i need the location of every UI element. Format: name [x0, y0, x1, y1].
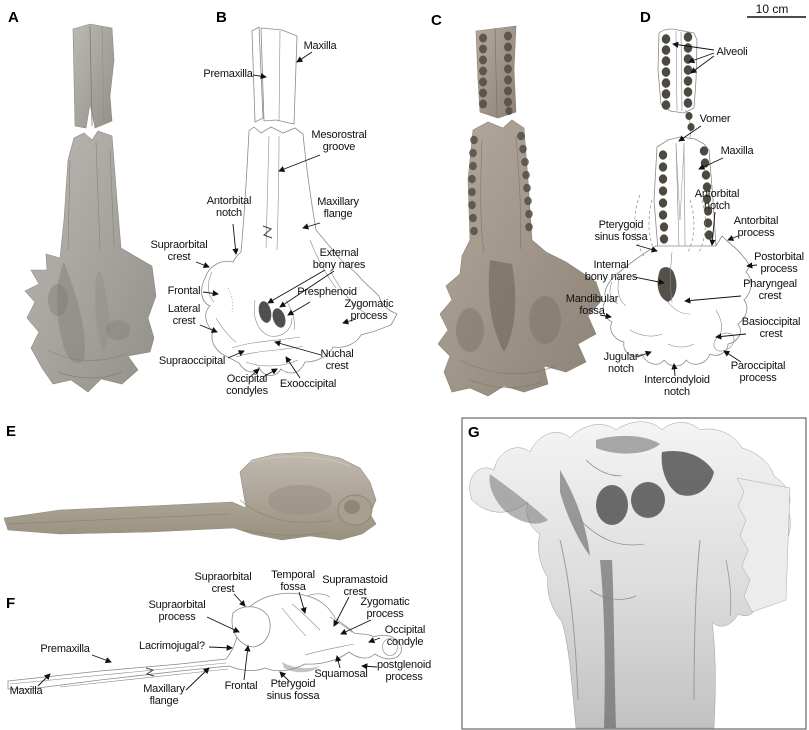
label-d-antorbital-process: Antorbital process [733, 215, 779, 239]
label-d-antorbital-notch: Antorbital notch [694, 188, 740, 212]
label-f-supraorbital-crest: Supraorbital crest [194, 571, 252, 595]
label-d-vomer: Vomer [699, 113, 731, 126]
panel-g-letter: G [468, 424, 480, 441]
label-b-external-bony-nares: External bony nares [312, 247, 366, 271]
label-f-occipital-condyle: Occipital condyle [384, 624, 426, 648]
label-b-premaxilla: Premaxilla [203, 68, 253, 81]
label-d-maxilla: Maxilla [720, 145, 754, 158]
label-d-pterygoid-sinus-fossa: Pterygoid sinus fossa [594, 219, 648, 243]
label-d-postorbital-process: Postorbital process [754, 251, 804, 275]
label-b-supraoccipital: Supraoccipital [158, 355, 226, 368]
label-b-occipital-condyles: Occipital condyles [226, 373, 268, 397]
panel-b-drawing [201, 26, 398, 376]
label-f-premaxilla: Premaxilla [40, 643, 90, 656]
label-f-squamosal: Squamosal [314, 668, 368, 681]
label-f-supramastoid-crest: Supramastoid crest [322, 574, 388, 598]
panel-b-letter: B [216, 9, 227, 26]
label-f-maxillary-flange: Maxillary flange [143, 683, 185, 707]
label-d-basioccipital-crest: Basioccipital crest [741, 316, 801, 340]
panel-e-photo [3, 451, 377, 541]
label-f-supraorbital-process: Supraorbital process [148, 599, 206, 623]
label-d-internal-bony-nares: Internal bony nares [584, 259, 638, 283]
label-d-alveoli: Alveoli [716, 46, 748, 59]
label-b-zygomatic-process: Zygomatic process [344, 298, 394, 322]
label-b-antorbital-notch: Antorbital notch [206, 195, 252, 219]
panel-f-letter: F [6, 595, 16, 612]
label-d-mandibular-fossa: Mandibular fossa [565, 293, 619, 317]
panel-a-photo [24, 23, 157, 393]
label-b-mesorostral-groove: Mesorostral groove [311, 129, 367, 153]
label-b-lateral-crest: Lateral crest [167, 303, 201, 327]
label-d-intercondyloid-notch: Intercondyloid notch [644, 374, 710, 398]
panel-f-drawing [7, 592, 402, 690]
panel-e-letter: E [6, 423, 17, 440]
label-f-pterygoid-sinus-fossa: Pterygoid sinus fossa [266, 678, 320, 702]
panel-d-letter: D [640, 9, 651, 26]
label-b-maxillary-flange: Maxillary flange [317, 196, 359, 220]
label-b-exooccipital: Exooccipital [279, 378, 337, 391]
scale-bar-label: 10 cm [755, 2, 789, 16]
label-b-supraorbital-crest: Supraorbital crest [150, 239, 208, 263]
label-f-postglenoid-process: postglenoid process [376, 659, 432, 683]
label-d-paroccipital-process: Paroccipital process [730, 360, 786, 384]
label-f-maxilla: Maxilla [9, 685, 43, 698]
label-b-frontal: Frontal [167, 285, 201, 298]
label-d-jugular-notch: Jugular notch [603, 351, 639, 375]
label-b-presphenoid: Presphenoid [297, 286, 357, 299]
annotation-arrows [37, 41, 758, 691]
label-f-zygomatic-process: Zygomatic process [360, 596, 410, 620]
panel-g-render [461, 417, 807, 730]
label-b-nuchal-crest: Nuchal crest [320, 348, 354, 372]
label-f-frontal: Frontal [224, 680, 258, 693]
label-f-temporal-fossa: Temporal fossa [271, 569, 315, 593]
label-b-maxilla: Maxilla [303, 40, 337, 53]
label-d-pharyngeal-crest: Pharyngeal crest [743, 278, 797, 302]
panel-c-photo [437, 25, 603, 397]
label-f-lacrimojugal: Lacrimojugal? [139, 640, 205, 653]
panel-a-letter: A [8, 9, 19, 26]
panel-c-letter: C [431, 12, 442, 29]
